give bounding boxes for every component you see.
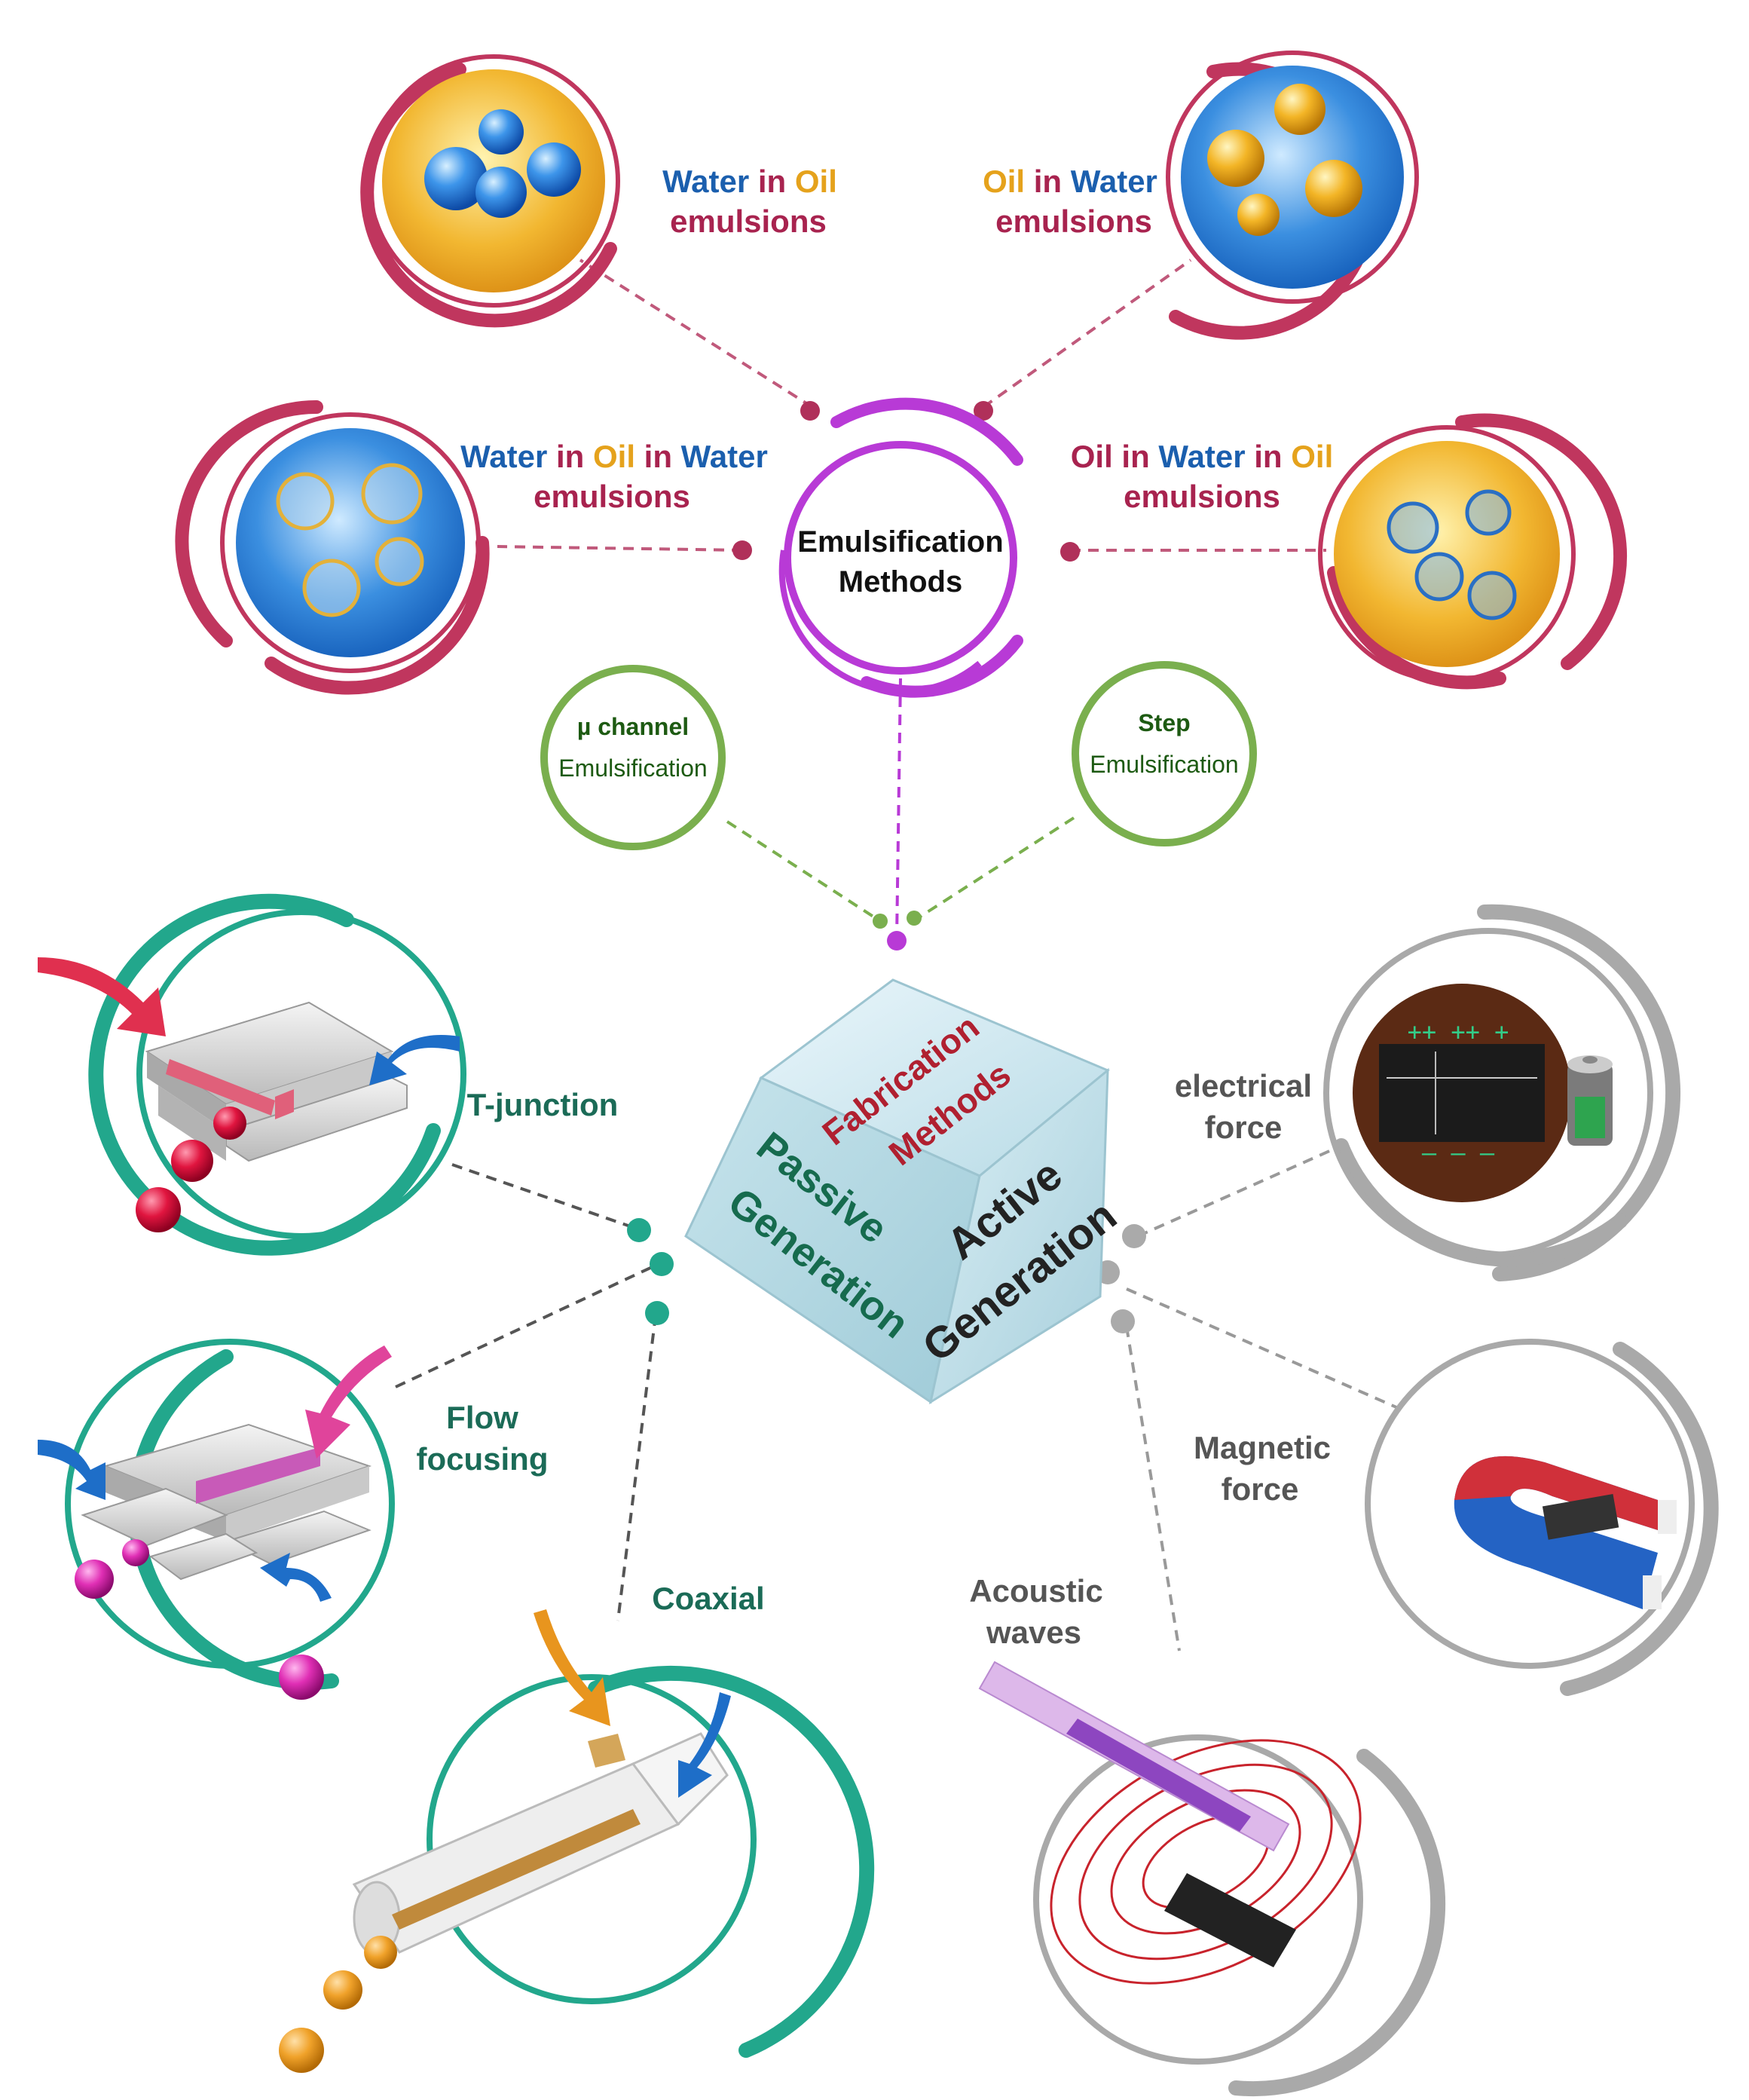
center-title-line2: Methods xyxy=(839,565,962,598)
blue-inflow-arrow-icon xyxy=(369,1035,460,1085)
oil-droplets-in-water-icon xyxy=(1181,66,1404,289)
connector-magnetic xyxy=(1126,1287,1402,1411)
blue-inflow-arrow-icon xyxy=(260,1553,332,1602)
connector-flow xyxy=(395,1261,662,1388)
wow-label-line2: emulsions xyxy=(534,479,690,514)
emulsion-ring-inner xyxy=(1318,425,1576,683)
svg-text:++ ++ +: ++ ++ + xyxy=(1408,1018,1509,1046)
ow-label-line2: emulsions xyxy=(995,204,1152,239)
connector-acoustic xyxy=(1125,1326,1181,1652)
connector-micro xyxy=(726,820,879,921)
electrical-label-line1: electrical xyxy=(1175,1068,1312,1104)
magnetic-label-line1: Magnetic xyxy=(1194,1430,1331,1465)
connector-wow xyxy=(497,545,743,552)
connector-step xyxy=(914,816,1075,921)
connector-coaxial xyxy=(616,1315,657,1621)
magnetic-label-line2: force xyxy=(1222,1471,1299,1507)
t-junction-node: T-junction xyxy=(38,893,619,1256)
step-line1: Step xyxy=(1138,709,1190,736)
coaxial-node: Coaxial xyxy=(279,1581,874,2073)
connectors xyxy=(395,259,1402,1652)
emulsion-ring-inner xyxy=(1166,51,1419,304)
connector-tjunction xyxy=(451,1163,638,1230)
blue-inflow-arrow-icon xyxy=(38,1440,105,1500)
connector-electrical xyxy=(1137,1144,1342,1238)
wo-label: Water in Oil xyxy=(662,164,837,199)
t-junction-chip-icon xyxy=(38,957,460,1232)
emulsion-ring-inner xyxy=(220,412,481,673)
wow-label: Water in Oil in Water xyxy=(460,439,768,474)
center-title-line1: Emulsification xyxy=(797,525,1003,559)
coaxial-capillary-icon xyxy=(279,1609,731,2073)
magnetic-force-node: Magnetic force xyxy=(1194,1339,1719,1696)
connector-wo xyxy=(579,259,814,409)
battery-icon xyxy=(1567,1055,1613,1146)
emulsion-ring-arc xyxy=(1455,413,1628,670)
acoustic-label-line1: Acoustic xyxy=(969,1573,1102,1609)
micro-channel-line2: Emulsification xyxy=(558,755,707,782)
acoustic-waves-node: Acoustic waves xyxy=(969,1573,1446,2097)
electrical-label-line2: force xyxy=(1205,1110,1283,1145)
flow-focusing-chip-icon xyxy=(38,1345,392,1700)
emulsification-methods-node: Emulsification Methods xyxy=(778,397,1023,698)
wo-label-line2: emulsions xyxy=(670,204,827,239)
electrical-force-node: ++ ++ + — — — electrical force xyxy=(1175,904,1681,1281)
horseshoe-magnet-icon xyxy=(1454,1456,1677,1609)
micro-channel-node: µ channel Emulsification xyxy=(540,665,726,850)
emulsion-oil-in-water xyxy=(1166,51,1419,340)
owo-label-line2: emulsions xyxy=(1124,479,1280,514)
emulsion-oil-in-water-in-oil xyxy=(1318,413,1628,690)
step-line2: Emulsification xyxy=(1090,751,1238,778)
red-inflow-arrow-icon xyxy=(38,957,166,1036)
connector-ow xyxy=(982,259,1192,409)
ow-label: Oil in Water xyxy=(983,164,1157,199)
emulsion-water-in-oil-in-water xyxy=(175,399,490,695)
emulsion-ring-arc xyxy=(175,399,323,647)
blue-inflow-arrow-icon xyxy=(678,1692,731,1798)
emulsion-water-in-oil xyxy=(360,54,620,328)
svg-text:— — —: — — — xyxy=(1422,1138,1495,1167)
owo-label: Oil in Water in Oil xyxy=(1071,439,1334,474)
pink-inflow-arrow-icon xyxy=(305,1345,392,1459)
fabrication-methods-cube: Fabrication Methods Passive Generation A… xyxy=(684,978,1126,1405)
acoustic-label-line2: waves xyxy=(986,1615,1081,1650)
electrode-chip-icon: ++ ++ + — — — xyxy=(1353,984,1571,1202)
flow-focusing-label-line2: focusing xyxy=(417,1441,549,1477)
connector-dots xyxy=(627,401,1146,1333)
t-junction-label: T-junction xyxy=(467,1087,619,1122)
acoustic-device-icon xyxy=(978,1661,1362,1985)
double-emulsion-w-o-w-icon xyxy=(236,428,465,657)
emulsion-ring-arc xyxy=(360,63,617,328)
step-emulsification-node: Step Emulsification xyxy=(1072,661,1257,846)
connector-center-down xyxy=(895,678,902,939)
coaxial-label: Coaxial xyxy=(652,1581,764,1616)
cube-right-face xyxy=(928,1067,1109,1405)
flow-focusing-node: Flow focusing xyxy=(38,1339,549,1700)
micro-channel-line1: µ channel xyxy=(577,713,689,740)
orange-inflow-arrow-icon xyxy=(534,1609,610,1726)
emulsion-ring-inner xyxy=(367,54,620,308)
flow-focusing-label-line1: Flow xyxy=(446,1400,518,1435)
